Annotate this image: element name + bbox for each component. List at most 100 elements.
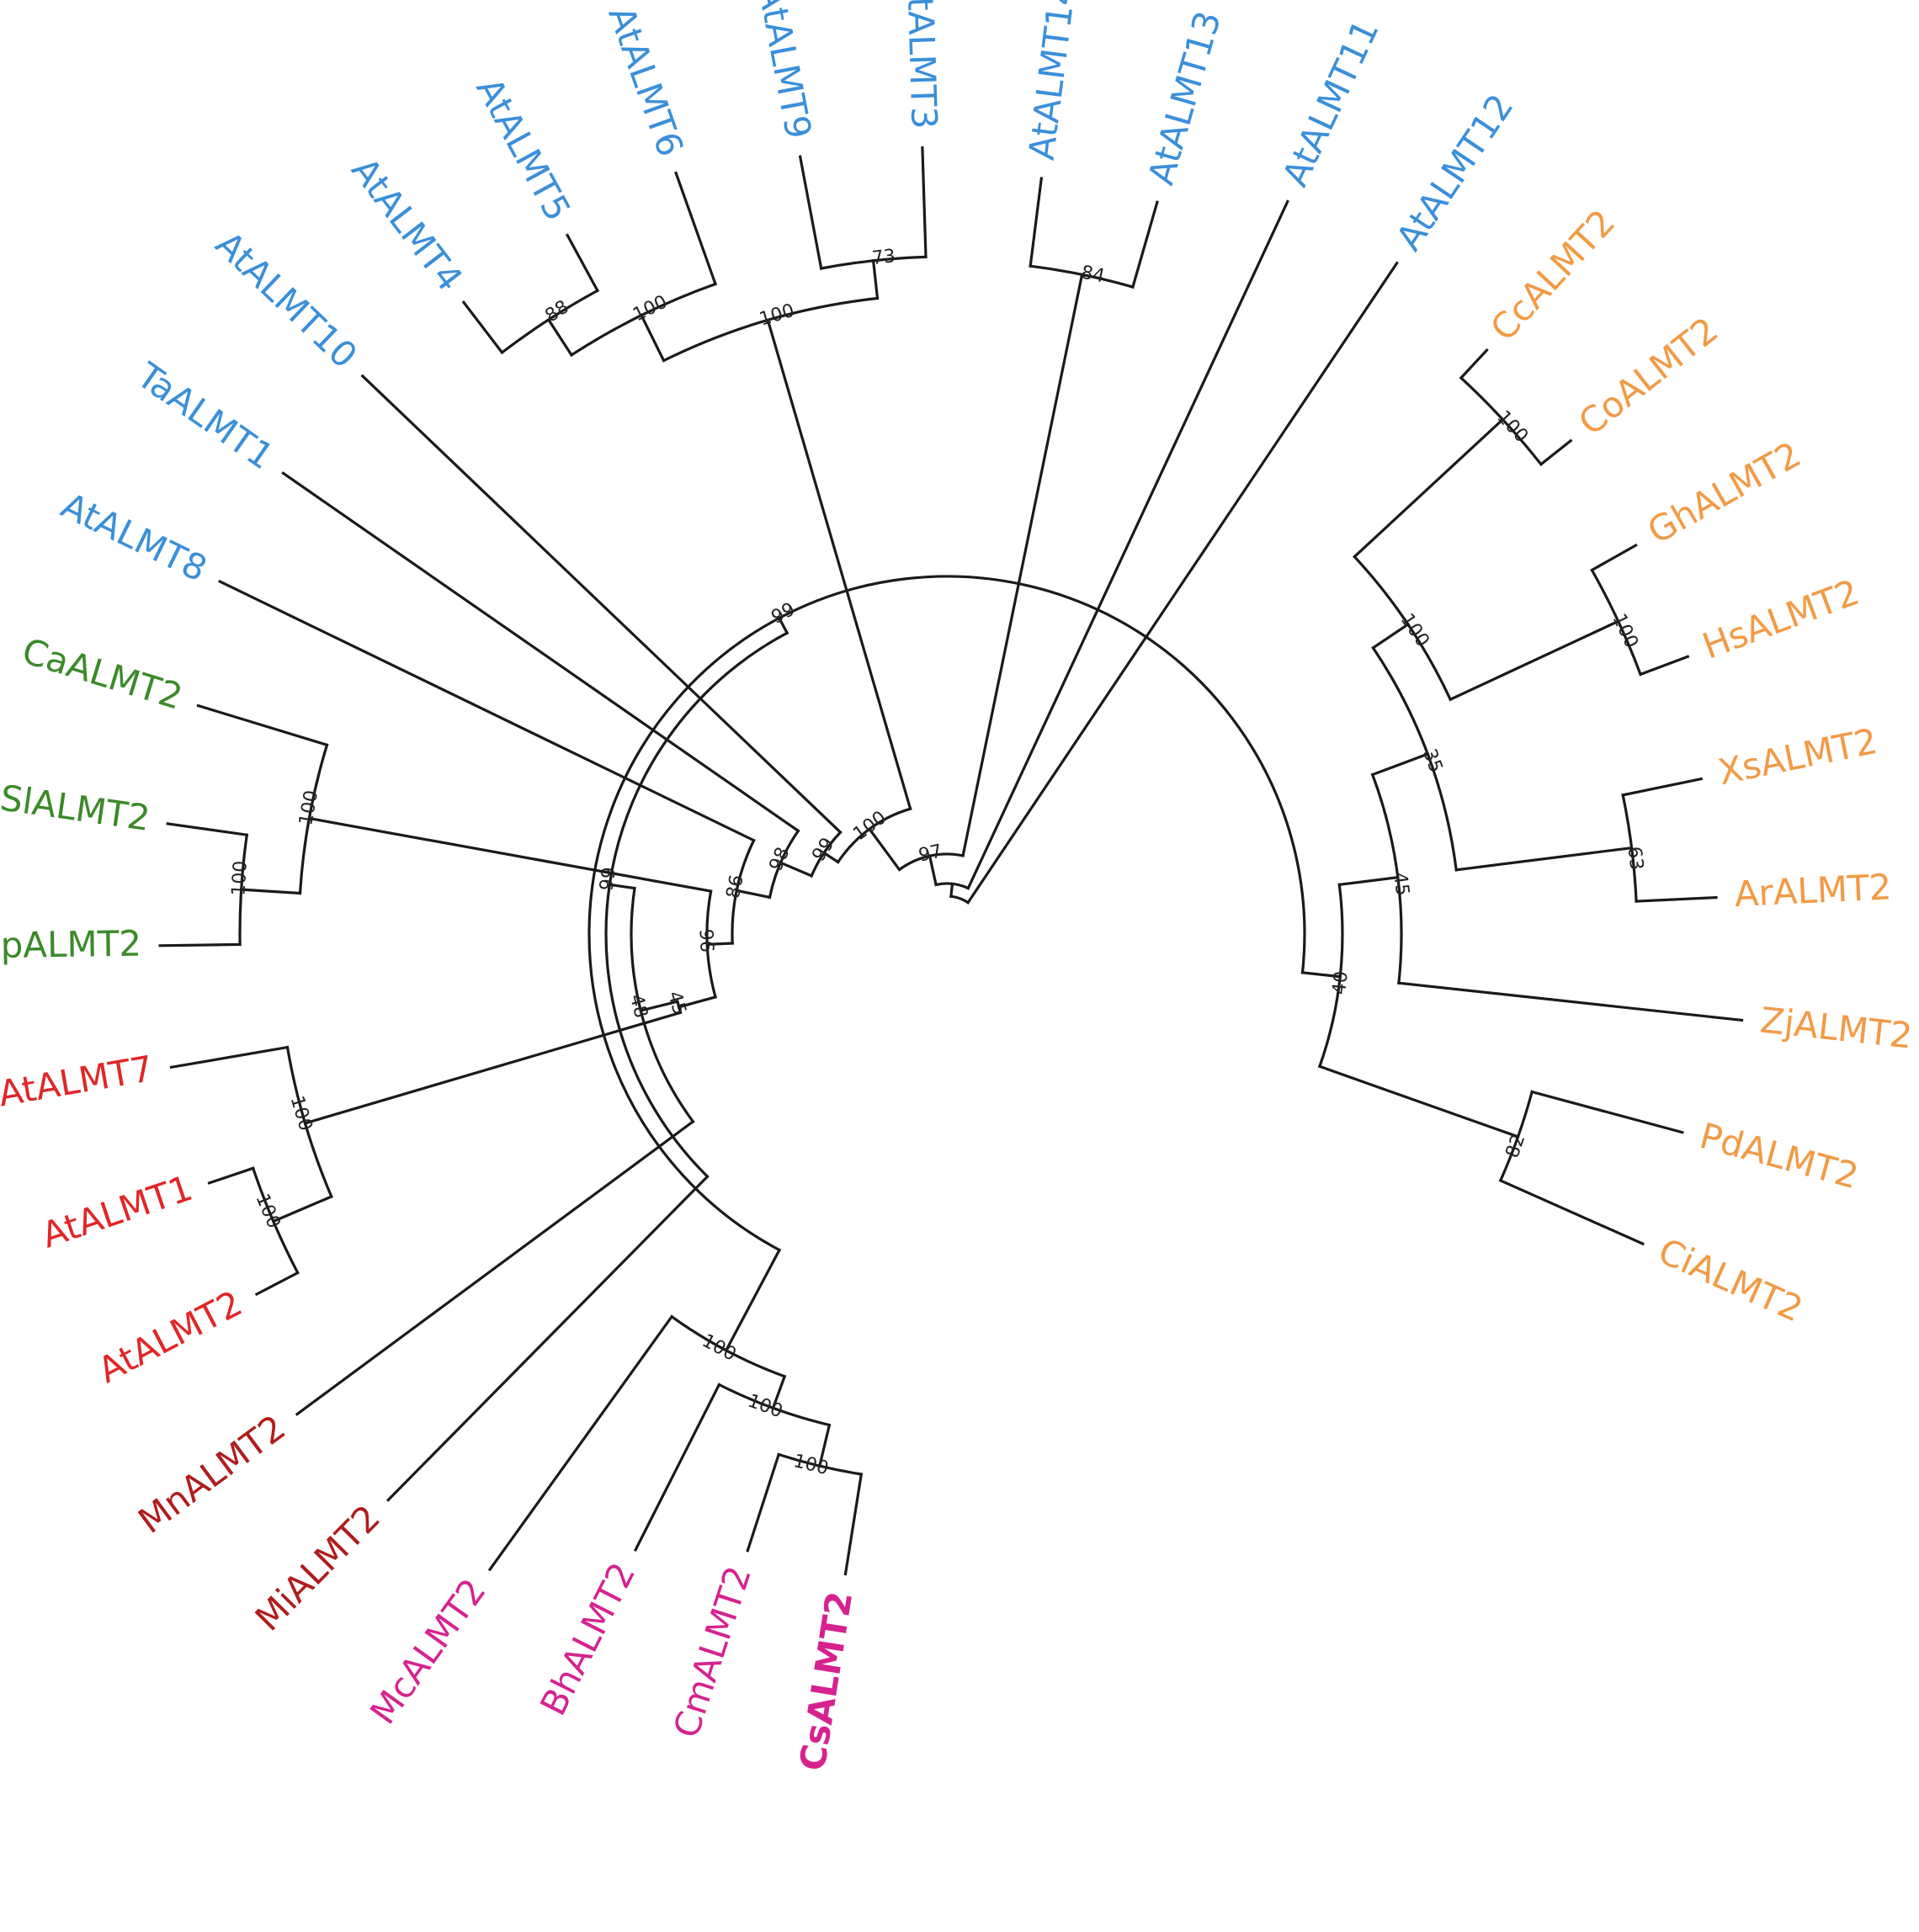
- arc-n_b2: [810, 830, 843, 878]
- arc-n_o7: [1590, 568, 1643, 677]
- arc-n_main: [934, 882, 970, 890]
- branch-n_o2: [1317, 1064, 1520, 1138]
- arc-n_b5: [705, 889, 717, 999]
- branch-AtALMT5: [565, 233, 600, 293]
- branch-HsALMT2: [1639, 655, 1690, 677]
- branch-CsALMT2: [843, 1473, 864, 1576]
- arc-n_b21: [569, 282, 718, 358]
- leaf-label-AtALMT7: AtALMT7: [0, 1048, 156, 1115]
- branch-n_b20: [766, 318, 912, 811]
- branch-n_o3: [1337, 875, 1400, 887]
- branch-AtALMT8: [218, 579, 756, 842]
- leaf-label-CaALMT2: CaALMT2: [18, 630, 188, 718]
- leaf-label-PdALMT2: PdALMT2: [1695, 1115, 1863, 1197]
- arc-n_b24: [1029, 264, 1135, 289]
- arc-n_b3: [768, 829, 800, 900]
- leaf-label-AtALMT9: AtALMT9: [750, 0, 820, 142]
- branch-n_b5: [705, 942, 734, 946]
- leaf-labels: CsALMT2CmALMT2BhALMT2McALMT2PdALMT2CiALM…: [0, 0, 1914, 1774]
- bootstrap-value: 100: [228, 860, 252, 896]
- bootstrap-value: 73: [871, 246, 897, 269]
- arc-n_o3: [1370, 772, 1403, 985]
- arc-n_b9: [587, 575, 1306, 1252]
- leaf-label-MnALMT2: MnALMT2: [130, 1407, 293, 1542]
- branch-AtALMT6: [674, 171, 718, 286]
- leaf-label-XsALMT2: XsALMT2: [1714, 720, 1880, 793]
- arc-n_r2: [251, 1166, 300, 1275]
- arc-n_o6: [1353, 555, 1453, 702]
- branch-MiALMT2: [385, 1174, 710, 1502]
- branch-CcALMT2: [1459, 348, 1489, 380]
- bootstrap-labels: 9710099988696454899991001001004082453563…: [228, 246, 1646, 1479]
- branch-CoALMT2: [1539, 438, 1573, 466]
- arc-root: [949, 894, 970, 905]
- bootstrap-value: 100: [251, 1191, 284, 1231]
- branch-n_g2: [240, 888, 302, 895]
- bootstrap-value: 99: [768, 599, 798, 629]
- leaf-label-CiALMT2: CiALMT2: [1652, 1230, 1809, 1330]
- bootstrap-value: 98: [766, 844, 795, 874]
- branch-n_b2: [821, 851, 840, 864]
- leaf-label-AtALMT6: AtALMT6: [600, 1, 691, 162]
- bootstrap-value: 40: [1329, 970, 1353, 996]
- bootstrap-value: 84: [1079, 262, 1106, 287]
- branch-n_main: [949, 882, 954, 899]
- leaf-label-ArALMT2: ArALMT2: [1734, 866, 1893, 915]
- leaf-label-CmALMT2: CmALMT2: [665, 1561, 758, 1743]
- branch-n_b7: [639, 1000, 679, 1013]
- bootstrap-value: 100: [1492, 406, 1532, 447]
- arc-n_o8: [1459, 375, 1544, 466]
- leaf-label-CcALMT2: CcALMT2: [1482, 201, 1623, 348]
- branch-n_b3: [779, 861, 814, 878]
- bootstrap-value: 86: [723, 873, 748, 900]
- branch-AtALMT3: [921, 146, 928, 259]
- branch-n_blueAll: [928, 854, 938, 887]
- arc-n_b7: [630, 886, 695, 1124]
- arc-n_b8: [604, 631, 789, 1179]
- leaf-label-AtALMT4: AtALMT4: [343, 150, 470, 299]
- leaf-label-SpALMT2: SpALMT2: [0, 923, 141, 967]
- branch-GhALMT2: [1590, 543, 1638, 572]
- branch-SlALMT2: [166, 822, 249, 837]
- bootstrap-value: 97: [917, 841, 944, 866]
- branch-PdALMT2: [1530, 1090, 1684, 1134]
- leaf-label-GhALMT2: GhALMT2: [1640, 433, 1807, 552]
- branch-AtALMT14: [1029, 177, 1044, 268]
- arc-n_blueAll: [897, 852, 965, 872]
- branch-n_b11: [771, 1374, 787, 1410]
- branch-CaALMT2: [196, 703, 329, 747]
- leaf-label-TaALMT1: TaALMT1: [129, 354, 281, 477]
- leaf-label-McALMT2: McALMT2: [362, 1571, 494, 1732]
- branch-n_o8: [1353, 417, 1505, 559]
- branch-n_r1: [303, 1011, 683, 1125]
- leaf-label-AtALMT10: AtALMT10: [208, 223, 365, 376]
- leaf-label-AtALMT12: AtALMT12: [1388, 87, 1522, 257]
- arc-n_b1: [836, 807, 912, 864]
- bootstrap-value: 99: [596, 866, 620, 892]
- branch-SpALMT2: [158, 942, 242, 947]
- bootstrap-value: 100: [630, 291, 671, 326]
- branch-n_b9: [777, 616, 789, 635]
- bootstrap-value: 100: [745, 1390, 785, 1422]
- bootstrap-value: 96: [695, 928, 717, 953]
- arc-n_b20: [662, 296, 880, 363]
- branch-n_o6: [1371, 622, 1411, 650]
- tree-branches: [158, 146, 1744, 1576]
- arc-n_o2: [1498, 1090, 1534, 1183]
- branch-n_o1: [1300, 971, 1342, 979]
- bootstrap-value: 45: [663, 989, 689, 1017]
- branch-n_b22: [546, 317, 574, 358]
- branch-n_o4: [1370, 752, 1430, 777]
- branch-XsALMT2: [1621, 777, 1704, 797]
- arc-n_o5: [1621, 793, 1638, 903]
- arc-n_b23: [819, 255, 928, 270]
- arc-n_b22: [500, 289, 600, 355]
- arc-n_o4: [1371, 645, 1458, 872]
- leaf-label-AtALMT2: AtALMT2: [92, 1282, 249, 1391]
- branch-ZjALMT2: [1397, 981, 1744, 1022]
- arc-n_b12: [777, 1452, 864, 1476]
- branch-CmALMT2: [746, 1452, 781, 1552]
- branch-n_o5: [1454, 846, 1634, 872]
- bootstrap-value: 82: [1502, 1132, 1530, 1161]
